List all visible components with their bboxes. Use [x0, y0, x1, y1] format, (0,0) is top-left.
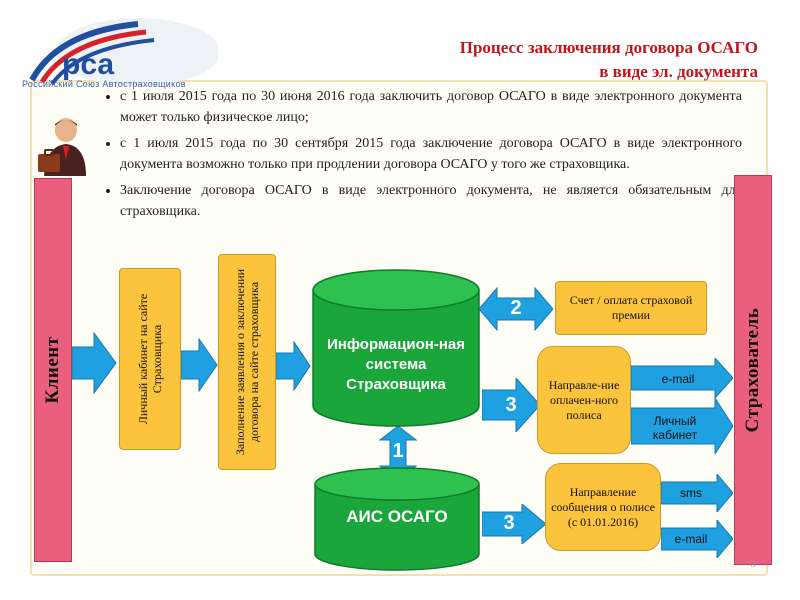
step-number-2: 2: [510, 297, 522, 319]
paid-policy-box: Направле-ние оплачен-ного полиса: [537, 346, 631, 454]
bullet-item: Заключение договора ОСАГО в виде электро…: [120, 180, 742, 222]
paid-policy-text: Направле-ние оплачен-ного полиса: [548, 377, 620, 422]
arrow-sms: [661, 474, 733, 512]
person-icon: [38, 118, 86, 176]
title-line-2: в виде эл. документа: [599, 62, 758, 81]
bullet-list: с 1 июля 2015 года по 30 июня 2016 года …: [96, 86, 742, 227]
payment-box: Счет / оплата страховой премии: [555, 281, 707, 335]
personal-cabinet-box: Личный кабинет на сайте Страховщика: [119, 268, 181, 450]
arrow-cabinet-to-application: [181, 337, 218, 393]
page-number: 3: [750, 558, 757, 570]
arrow-client-to-cabinet: [72, 331, 117, 395]
email-label-1: e-mail: [661, 372, 695, 386]
step-number-1: 1: [392, 440, 404, 462]
rsa-logo: рса: [29, 18, 218, 86]
step-number-3a: 3: [505, 394, 517, 416]
title-line-1: Процесс заключения договора ОСАГО: [459, 38, 758, 57]
personal-cabinet-text: Личный кабинет на сайте Страховщика: [136, 293, 164, 425]
client-column: Клиент: [34, 178, 72, 562]
ais-cylinder: [314, 467, 480, 571]
bullet-item: с 1 июля 2015 года по 30 сентября 2015 г…: [120, 133, 742, 175]
application-text: Заполнение заявления о заключении догово…: [233, 268, 261, 456]
arrow-email-1: [631, 358, 733, 398]
arrow-application-to-info-system: [276, 340, 311, 392]
insurer-label: Страхователь: [742, 307, 763, 433]
page-title: Процесс заключения договора ОСАГО в виде…: [460, 36, 758, 84]
arrow-bidirectional-1: [378, 426, 418, 480]
cabinet-small-label: Личный кабинет: [652, 414, 698, 442]
ais-label: АИС ОСАГО: [346, 507, 448, 526]
info-system-cylinder: [312, 269, 480, 427]
bullet-item: с 1 июля 2015 года по 30 июня 2016 года …: [120, 86, 742, 128]
arrow-email-2: [661, 520, 733, 558]
logo-letters: рса: [62, 48, 114, 81]
client-label: Клиент: [42, 336, 63, 404]
arrow-personal-cabinet: [631, 398, 733, 454]
insurer-column: Страхователь: [734, 175, 772, 565]
message-box: Направление сообщения о полисе (с 01.01.…: [545, 463, 661, 551]
arrow-step-3a: [482, 378, 540, 432]
sms-label: sms: [680, 486, 702, 500]
logo-subtitle: Российский Союз Автостраховщиков: [22, 79, 186, 89]
arrow-step-3b: [482, 504, 546, 544]
payment-text: Счет / оплата страховой премии: [569, 293, 693, 322]
arrow-bidirectional-2: [479, 286, 553, 332]
email-label-2: e-mail: [674, 532, 708, 546]
message-text: Направление сообщения о полисе (с 01.01.…: [551, 484, 655, 529]
step-number-3b: 3: [503, 512, 515, 534]
info-system-label: Информацион-ная система Страховщика: [327, 336, 465, 393]
application-box: Заполнение заявления о заключении догово…: [218, 254, 276, 470]
